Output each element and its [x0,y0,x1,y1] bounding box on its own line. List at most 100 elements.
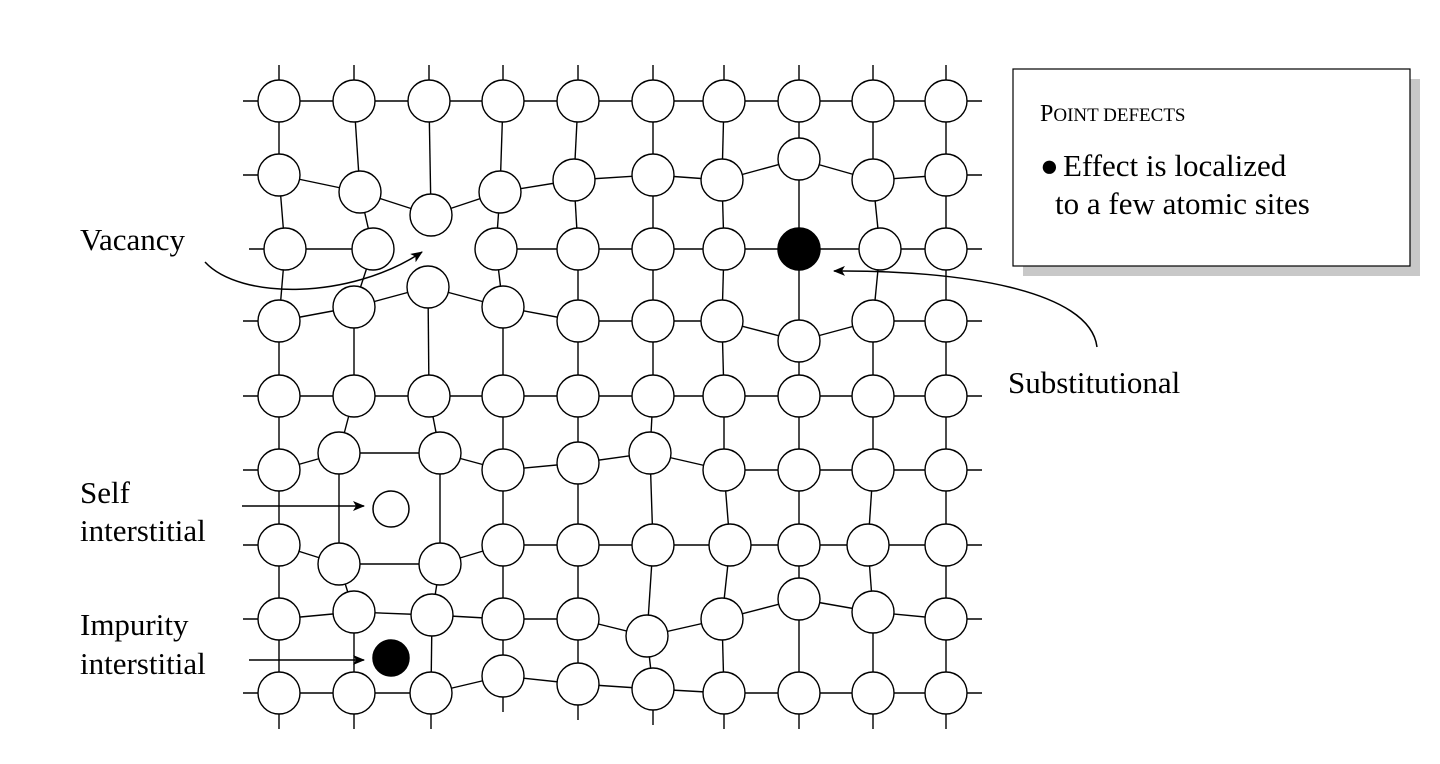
substitutional-atom [777,227,821,271]
lattice-atom [631,667,675,711]
lattice-atom [556,299,600,343]
lattice-atom [556,79,600,123]
lattice-atom [556,441,600,485]
lattice-atom [631,227,675,271]
impurity-interstitial-label-line2: interstitial [80,646,206,681]
lattice-atom [851,671,895,715]
lattice-atom [556,662,600,706]
lattice-atom [625,614,669,658]
lattice-atom [332,285,376,329]
info-box-title: POINT DEFECTS [1040,101,1186,127]
lattice-atom [851,79,895,123]
lattice-atom [351,227,395,271]
lattice-atom [556,374,600,418]
impurity-interstitial-atom [372,639,410,677]
self-interstitial-label-line1: Self [80,475,131,510]
info-box-bullet-line2: to a few atomic sites [1055,186,1310,221]
lattice-atom [407,79,451,123]
lattice-atom [257,374,301,418]
lattice-atom [257,671,301,715]
lattice-atom [556,523,600,567]
lattice-atom [481,597,525,641]
info-box-title-rest: OINT DEFECTS [1053,105,1185,126]
lattice-atom [257,299,301,343]
lattice-atom [924,374,968,418]
info-box-frame [1012,68,1411,267]
lattice-atom [700,158,744,202]
lattice-atom [702,448,746,492]
lattice-atom [338,170,382,214]
lattice-atom [851,590,895,634]
lattice-atom [474,227,518,271]
lattice-atom [556,597,600,641]
lattice-atom [924,79,968,123]
lattice-atom [851,448,895,492]
lattice-atom [924,448,968,492]
lattice-atom [409,193,453,237]
lattice-atom [257,523,301,567]
lattice-atom [631,153,675,197]
lattice-atom [552,158,596,202]
self-interstitial-label-line2: interstitial [80,513,206,548]
lattice-atom [777,448,821,492]
lattice-atom [332,671,376,715]
lattice-atom [777,671,821,715]
lattice-atom [631,374,675,418]
substitutional-arrow [833,265,1098,348]
lattice-atom [332,374,376,418]
lattice-atom [702,374,746,418]
lattice-atom [777,137,821,181]
lattice-atom [924,597,968,641]
lattice-atom [478,170,522,214]
lattice-atom [777,577,821,621]
lattice-atom [851,158,895,202]
self-interstitial-atom [372,490,410,528]
lattice-atom [263,227,307,271]
lattice-atom [257,448,301,492]
lattice-atom [924,299,968,343]
lattice-atom [702,227,746,271]
lattice-atom [418,431,462,475]
lattice-atom [317,431,361,475]
impurity-interstitial-label-line1: Impurity [80,607,189,642]
lattice-atom [700,597,744,641]
info-box-title-initial: P [1040,101,1053,127]
lattice-atom [702,79,746,123]
lattice-atom [481,448,525,492]
vacancy-label: Vacancy [80,222,185,257]
lattice-atom [332,590,376,634]
lattice-atom [481,374,525,418]
lattice-atom [317,542,361,586]
lattice-atom [631,299,675,343]
lattice-atom [332,79,376,123]
lattice-atom [481,79,525,123]
lattice-atom [846,523,890,567]
lattice-atom [777,79,821,123]
lattice-atom [777,374,821,418]
lattice-atom [257,597,301,641]
bullet-dot: ● [1040,148,1059,183]
lattice-atom [481,654,525,698]
info-box: POINT DEFECTS ● Effect is localized to a… [1012,68,1420,276]
lattice-atom [777,523,821,567]
lattice-atoms [257,79,968,715]
lattice-atom [924,523,968,567]
lattice-atom [777,319,821,363]
lattice-atom [858,227,902,271]
lattice-atom [407,374,451,418]
lattice-atom [257,153,301,197]
lattice-atom [410,593,454,637]
lattice-atom [700,299,744,343]
lattice-atom [481,523,525,567]
lattice-atom [924,153,968,197]
lattice-atom [702,671,746,715]
lattice-atom [631,79,675,123]
vacancy-arrow [204,251,423,290]
lattice-atom [851,299,895,343]
lattice-atom [418,542,462,586]
lattice-atom [631,523,675,567]
lattice-atom [628,431,672,475]
info-box-bullet-line1: Effect is localized [1063,148,1287,183]
